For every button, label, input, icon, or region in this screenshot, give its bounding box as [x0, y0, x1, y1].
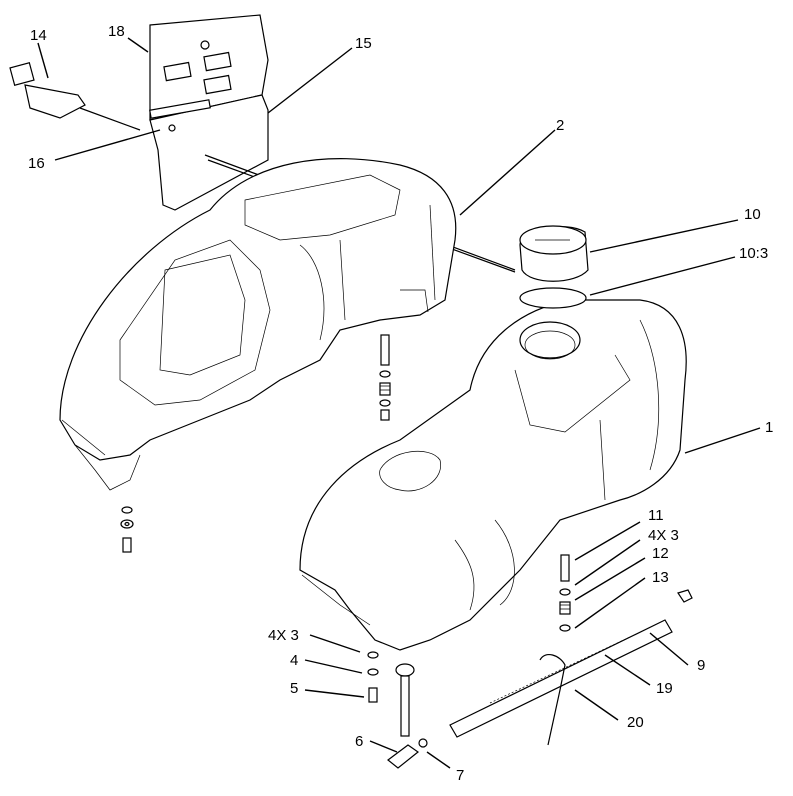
- callout-9: 9: [697, 657, 705, 674]
- bracket-plate: [149, 14, 269, 211]
- fuel-cap: [519, 225, 589, 282]
- callout-18: 18: [108, 23, 125, 40]
- callout-2: 2: [556, 117, 564, 134]
- callout-20: 20: [627, 714, 644, 731]
- upper-cover: [59, 158, 457, 491]
- callout-12: 12: [652, 545, 669, 562]
- tank-fastener-right: [559, 554, 571, 632]
- tank-fastener-left: [367, 651, 379, 703]
- callout-11: 11: [648, 507, 664, 524]
- leader-lines: [37, 37, 761, 769]
- shutoff-valve: [387, 663, 428, 769]
- tie-strap: [539, 653, 566, 746]
- callout-10: 10: [744, 206, 761, 223]
- callout-4: 4: [290, 652, 298, 669]
- callout-15: 15: [355, 35, 372, 52]
- clamp: [677, 589, 693, 603]
- callout-4x3-right: 4X 3: [648, 527, 679, 544]
- switch-assembly: [9, 61, 141, 131]
- cover-fastener-right: [379, 334, 391, 421]
- callout-labels: 14 18 15 16 2 10 10:3 1 11 4X 3 12 13 9 …: [28, 23, 773, 784]
- cover-fastener-left: [120, 506, 134, 553]
- callout-16: 16: [28, 155, 45, 172]
- fuel-line: [449, 619, 673, 738]
- callout-6: 6: [355, 733, 363, 750]
- cap-gasket: [519, 287, 587, 309]
- callout-4x3-left: 4X 3: [268, 627, 299, 644]
- callout-10-3: 10:3: [739, 245, 768, 262]
- callout-5: 5: [290, 680, 298, 697]
- callout-19: 19: [656, 680, 673, 697]
- fuel-tank: [299, 299, 687, 651]
- callout-1: 1: [765, 419, 773, 436]
- callout-7: 7: [456, 767, 464, 784]
- callout-14: 14: [30, 27, 47, 44]
- callout-13: 13: [652, 569, 669, 586]
